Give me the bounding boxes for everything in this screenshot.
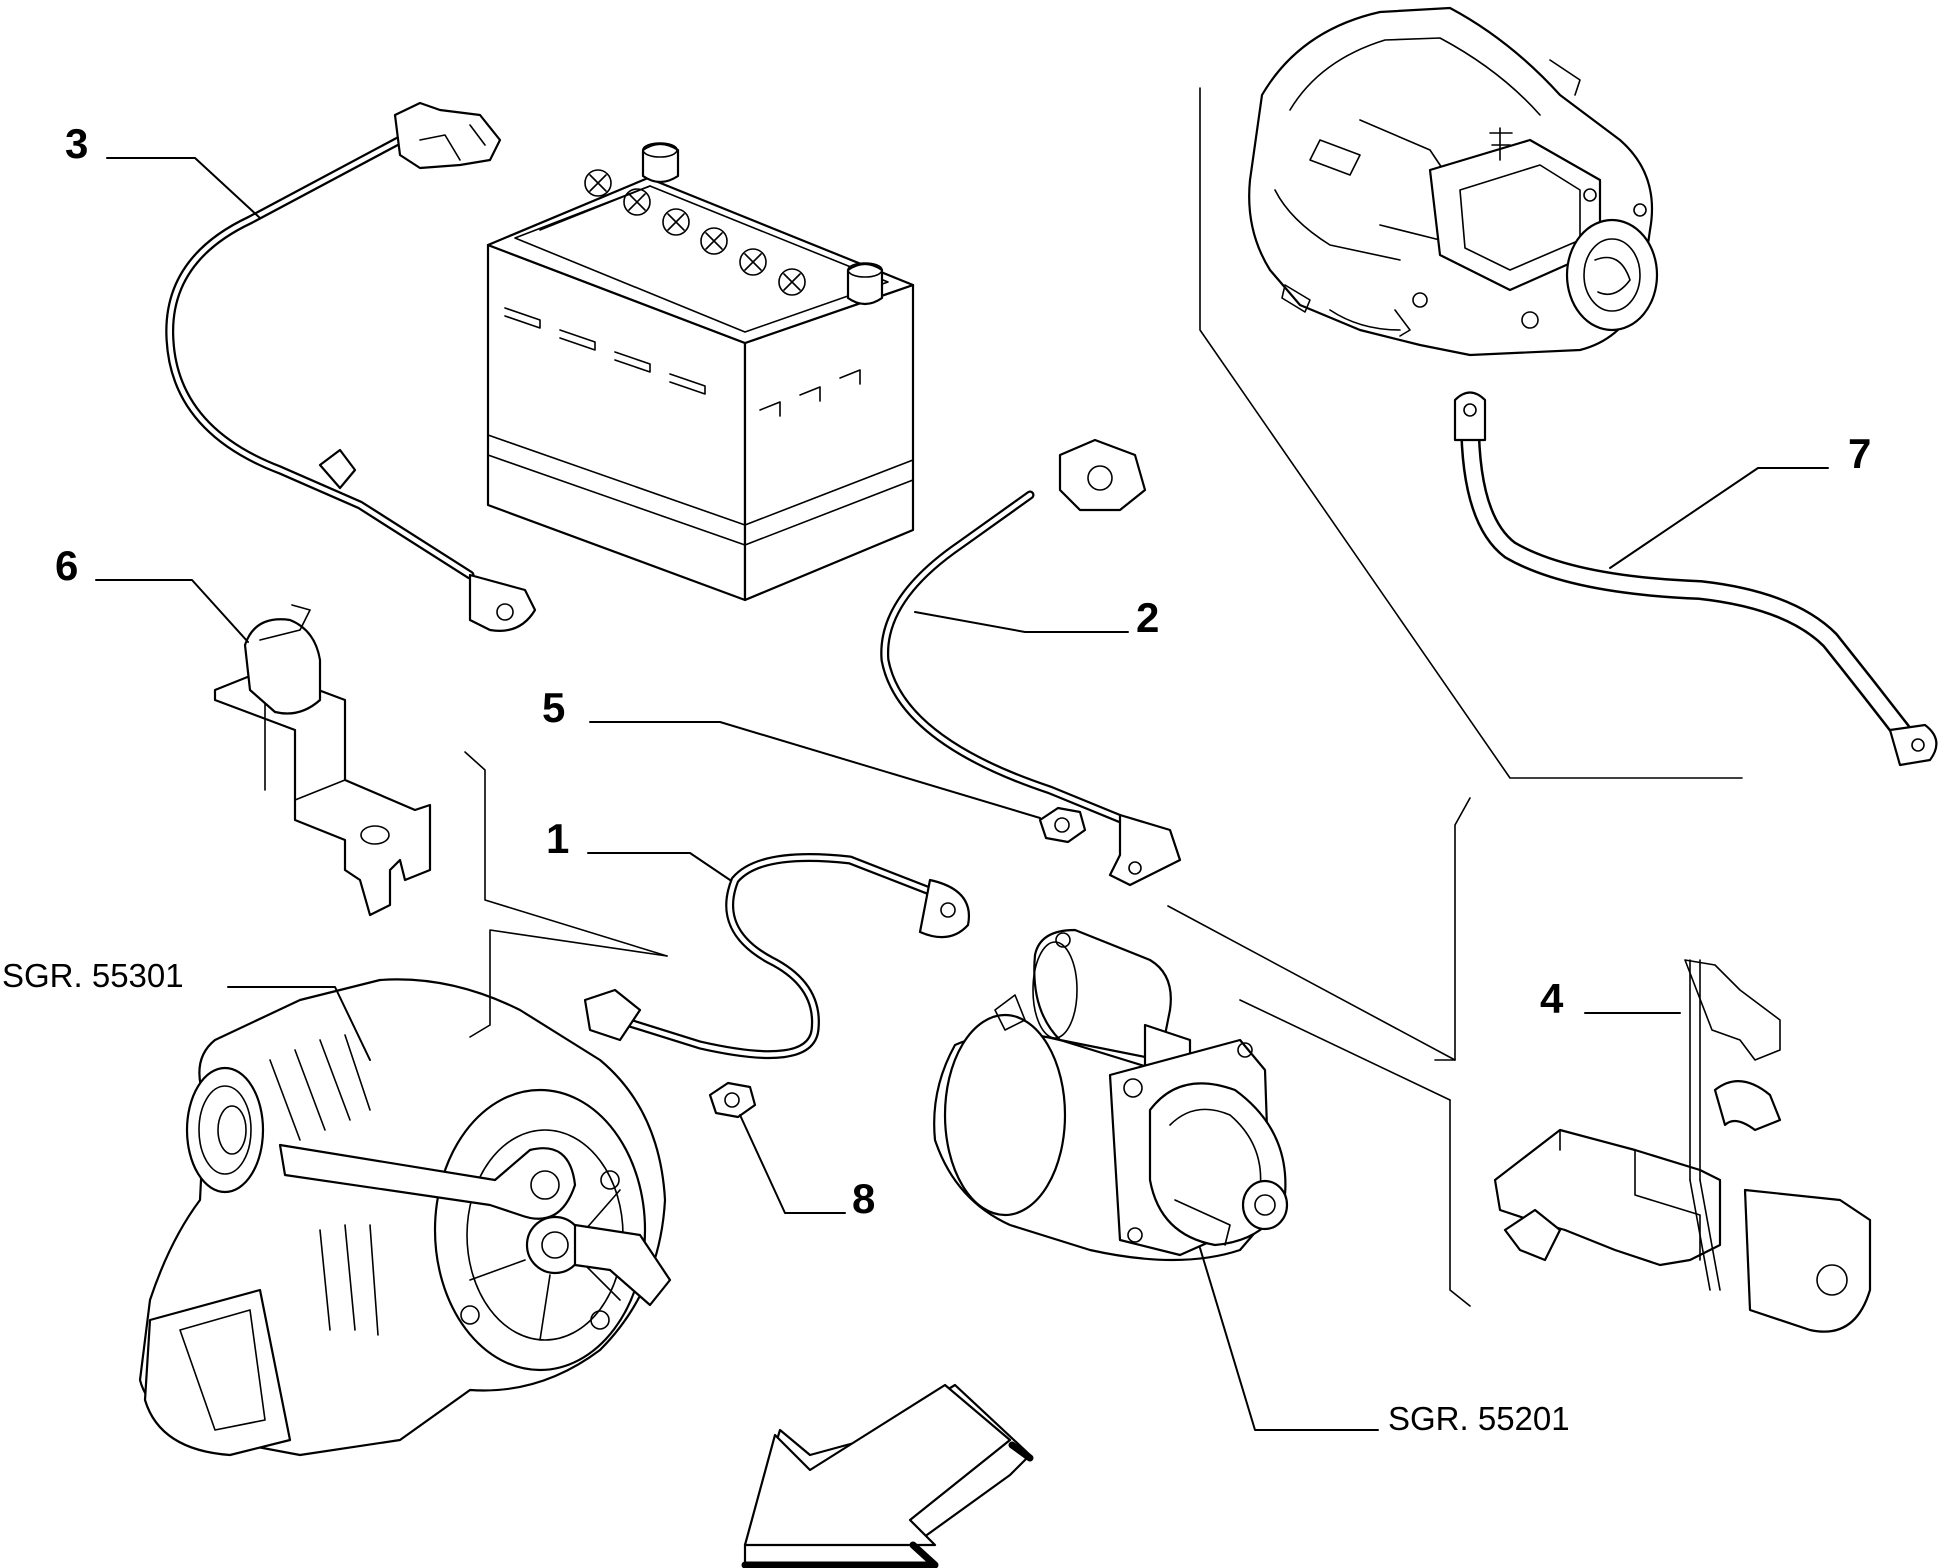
leader-7 bbox=[1609, 467, 1829, 569]
callout-8: 8 bbox=[852, 1175, 875, 1222]
ground-strap-icon bbox=[1453, 391, 1938, 767]
callout-3: 3 bbox=[65, 120, 88, 167]
leader-sgr-55301 bbox=[227, 986, 371, 1061]
starter-motor-icon bbox=[933, 928, 1289, 1262]
ref-sgr-55201: SGR. 55201 bbox=[1388, 1400, 1570, 1437]
callout-5: 5 bbox=[542, 684, 565, 731]
battery-cable-3-icon bbox=[165, 101, 537, 632]
leader-3 bbox=[106, 157, 261, 219]
gearbox-icon bbox=[1248, 6, 1659, 357]
battery-icon bbox=[486, 142, 915, 602]
leader-6 bbox=[95, 579, 249, 643]
leader-5 bbox=[589, 721, 1041, 819]
relay-bracket-icon bbox=[1493, 959, 1872, 1333]
ref-sgr-55301: SGR. 55301 bbox=[2, 957, 184, 994]
nut-5-icon bbox=[1038, 806, 1087, 844]
callout-2: 2 bbox=[1136, 594, 1159, 641]
grouping-lines bbox=[464, 87, 1743, 1307]
callout-6: 6 bbox=[55, 542, 78, 589]
direction-arrow-icon bbox=[741, 1383, 1034, 1568]
callout-7: 7 bbox=[1848, 430, 1871, 477]
alternator-icon bbox=[138, 978, 672, 1457]
leader-lines bbox=[95, 157, 1829, 1431]
callout-4: 4 bbox=[1540, 975, 1564, 1022]
leader-sgr-55201 bbox=[1199, 1247, 1379, 1431]
callout-1: 1 bbox=[546, 815, 569, 862]
starter-cable-1-icon bbox=[583, 853, 971, 1060]
bracket-icon bbox=[213, 604, 432, 917]
leader-2 bbox=[914, 611, 1129, 633]
leader-8 bbox=[739, 1114, 846, 1214]
battery-cable-2-icon bbox=[880, 438, 1182, 887]
leader-1 bbox=[587, 852, 731, 881]
nut-8-icon bbox=[708, 1081, 757, 1119]
